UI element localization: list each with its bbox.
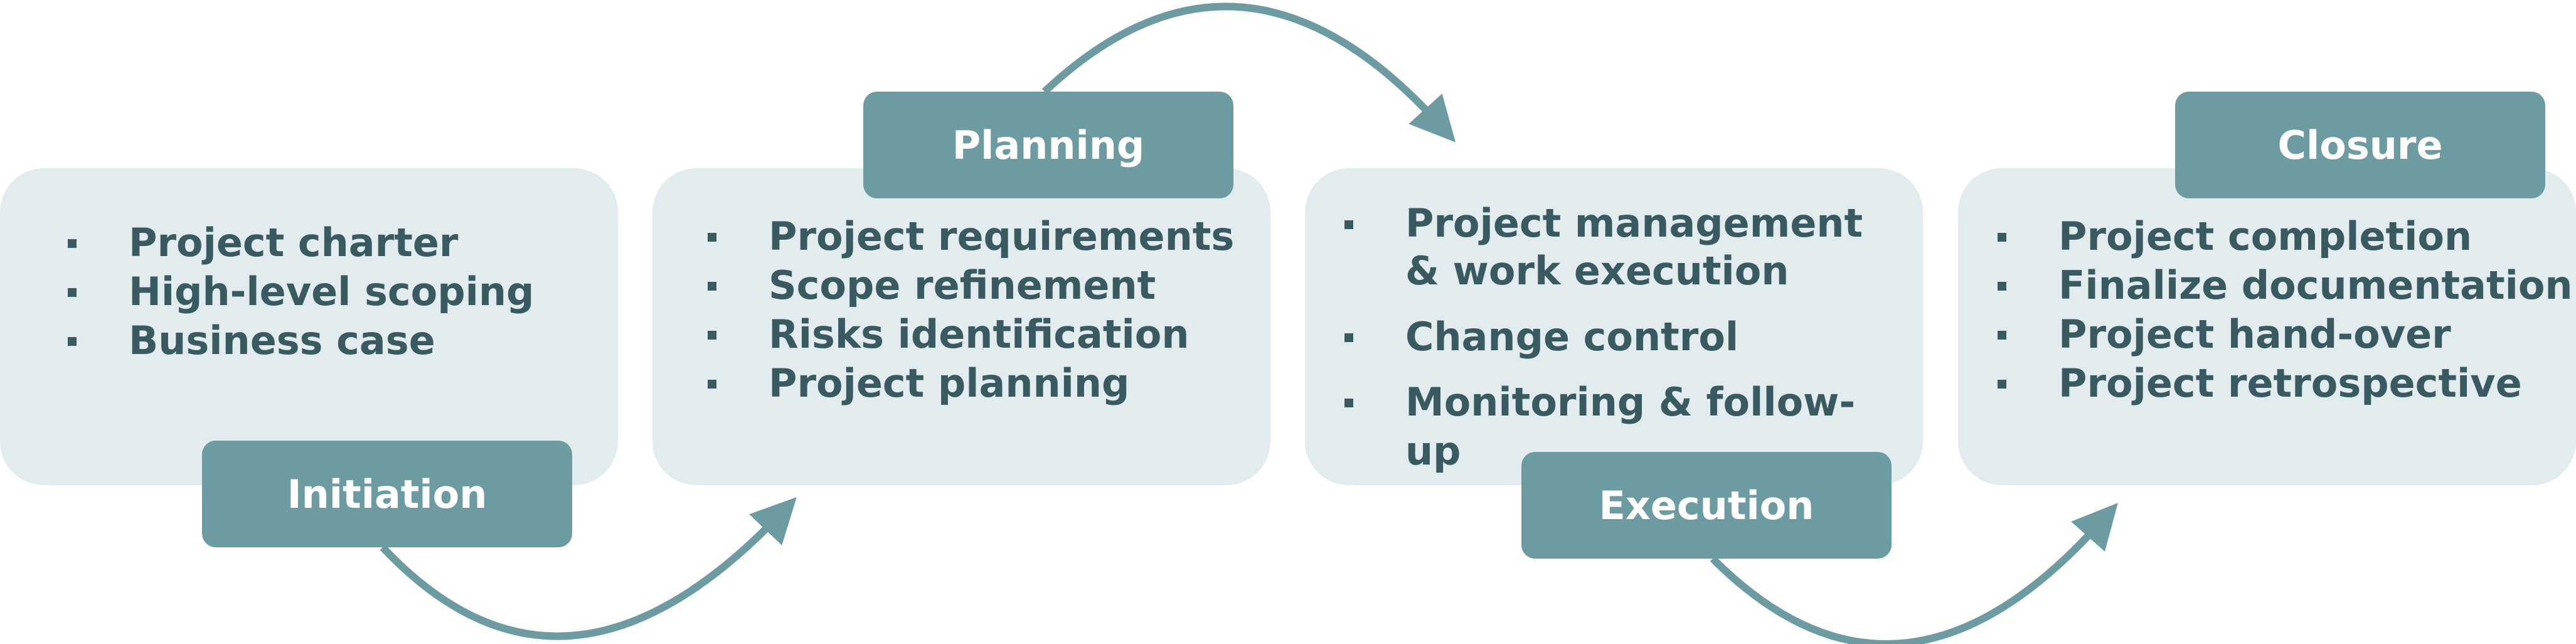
planning-item-list: Project requirements Scope refinement Ri… (706, 212, 1234, 408)
phase-panel-execution: Project management & work execution Chan… (1305, 168, 1923, 485)
phase-tag-closure: Closure (2175, 92, 2545, 198)
list-item: Business case (66, 316, 534, 365)
list-item: Project charter (66, 218, 534, 267)
phase-tag-initiation: Initiation (202, 441, 572, 547)
arrow-initiation-to-planning (380, 496, 797, 640)
phase-panel-closure: Project completion Finalize documentatio… (1958, 168, 2576, 485)
list-item: Project completion (1996, 212, 2573, 261)
phase-tag-planning: Planning (863, 92, 1233, 198)
arrow-planning-to-execution (1041, 3, 1456, 142)
execution-item-list: Project management & work execution Chan… (1343, 200, 1907, 476)
list-item: Project management & work execution (1343, 200, 1907, 295)
list-item: Project planning (706, 359, 1234, 408)
list-item: Finalize documentation (1996, 261, 2573, 310)
list-item: Scope refinement (706, 261, 1234, 310)
arrow-execution-to-closure (1710, 503, 2118, 644)
closure-item-list: Project completion Finalize documentatio… (1996, 212, 2573, 408)
list-item: Project requirements (706, 212, 1234, 261)
list-item: Change control (1343, 313, 1907, 362)
phase-panel-planning: Project requirements Scope refinement Ri… (652, 168, 1270, 485)
phase-tag-execution: Execution (1521, 452, 1892, 559)
list-item: Risks identification (706, 310, 1234, 359)
phase-panel-initiation: Project charter High-level scoping Busin… (0, 168, 618, 485)
list-item: Project hand-over (1996, 310, 2573, 359)
initiation-item-list: Project charter High-level scoping Busin… (66, 218, 534, 365)
list-item: Monitoring & follow-up (1343, 378, 1907, 476)
list-item: High-level scoping (66, 267, 534, 316)
list-item: Project retrospective (1996, 359, 2573, 408)
